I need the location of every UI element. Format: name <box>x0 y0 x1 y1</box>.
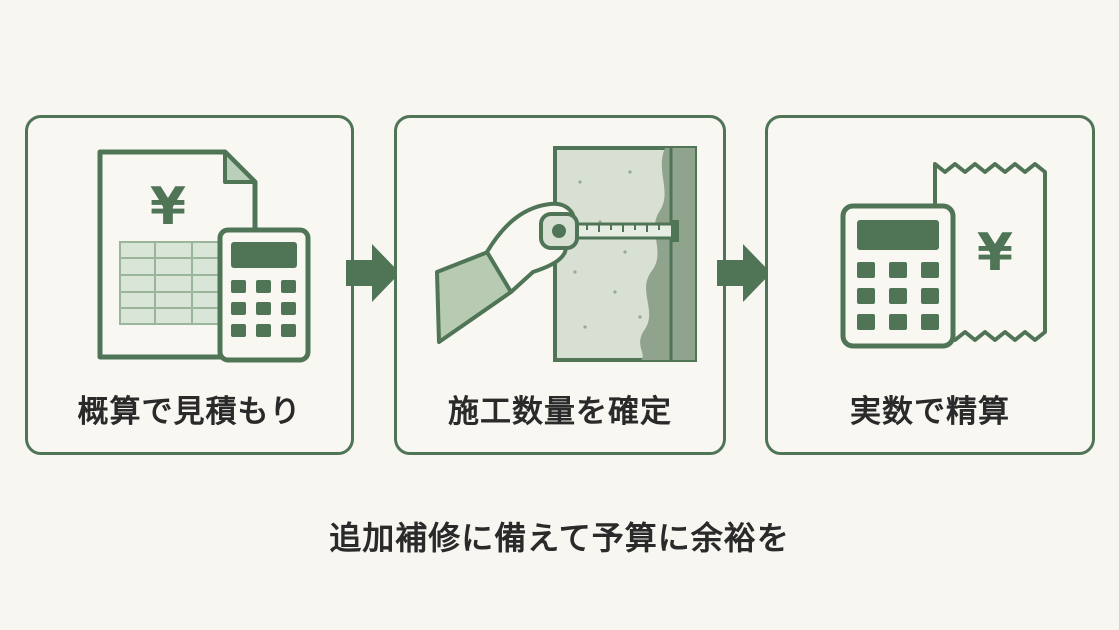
step-label-measure: 施工数量を確定 <box>448 394 672 430</box>
wall-section <box>553 146 697 362</box>
right-arrow-icon <box>346 244 400 302</box>
step-panel-estimate: ¥ <box>25 115 354 455</box>
step-label-estimate: 概算で見積もり <box>77 394 302 430</box>
receipt-icon: ¥ <box>933 162 1047 342</box>
yen-symbol: ¥ <box>149 177 185 237</box>
step-panel-settle: ¥ 実数で精算 <box>765 115 1095 455</box>
estimate-document-calculator-icon: ¥ <box>97 149 310 363</box>
settle-illustration: ¥ <box>768 142 1092 372</box>
tape-measure-wall-icon <box>435 146 697 362</box>
step-label-settle: 実数で精算 <box>850 394 1010 430</box>
calculator-icon <box>217 227 310 363</box>
hand-arm <box>435 201 579 344</box>
step-panel-measure: 施工数量を確定 <box>394 115 726 455</box>
estimate-illustration: ¥ <box>28 142 351 372</box>
measure-illustration <box>397 142 723 372</box>
measuring-tape <box>561 220 679 242</box>
calculator-receipt-icon: ¥ <box>840 162 1047 349</box>
yen-symbol: ¥ <box>977 223 1013 283</box>
footer-advice: 追加補修に備えて予算に余裕を <box>329 519 790 557</box>
calculator-icon <box>840 203 956 349</box>
right-arrow-icon <box>717 244 771 302</box>
spreadsheet-table <box>118 241 231 325</box>
